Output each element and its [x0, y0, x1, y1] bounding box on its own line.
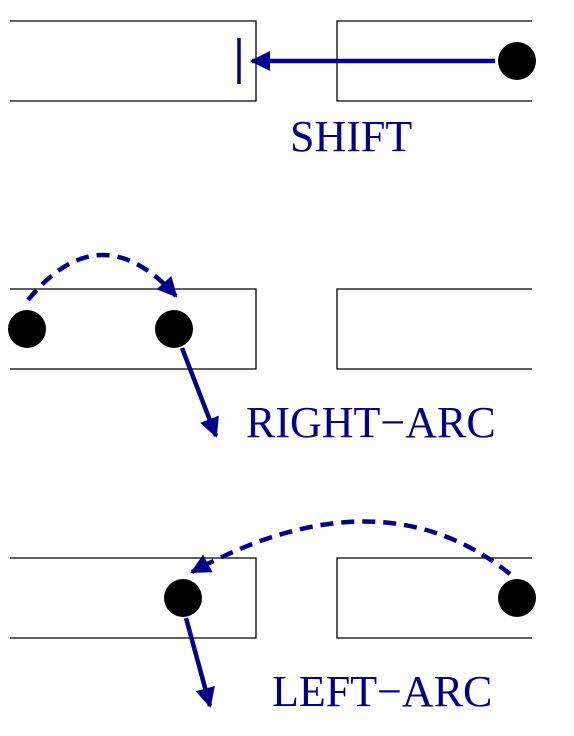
left-arc-label: LEFT−ARC [272, 667, 492, 716]
stack-box [10, 20, 257, 102]
buffer-node [498, 579, 536, 617]
stack-node-left [8, 310, 46, 348]
reduce-arrow [183, 617, 215, 708]
stack-node-right [155, 310, 193, 348]
left-arc-panel: LEFT−ARC [10, 519, 536, 716]
shift-label: SHIFT [290, 112, 412, 161]
shift-panel: SHIFT [10, 20, 536, 161]
stack-node [164, 579, 202, 617]
buffer-node [498, 42, 536, 80]
dependency-arc [190, 519, 512, 576]
reduce-arrow [179, 347, 219, 438]
buffer-box [336, 288, 532, 370]
stack-box [10, 557, 257, 639]
right-arc-panel: RIGHT−ARC [8, 252, 532, 447]
buffer-box [336, 557, 532, 639]
dependency-arc [26, 252, 178, 302]
right-arc-label: RIGHT−ARC [246, 398, 496, 447]
stack-box [10, 288, 257, 370]
